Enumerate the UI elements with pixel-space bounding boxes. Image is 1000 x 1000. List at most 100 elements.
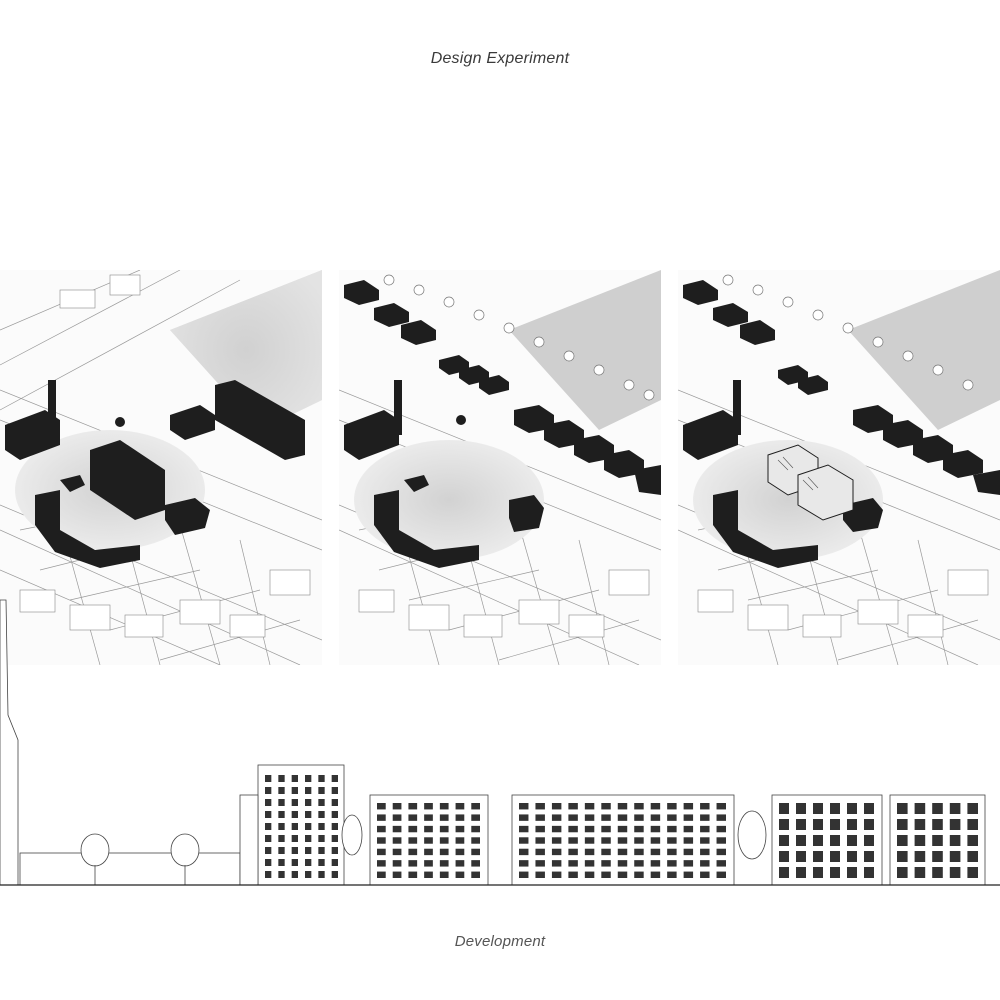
window — [601, 848, 611, 856]
park-area — [848, 270, 1000, 430]
window — [392, 871, 402, 878]
window — [584, 814, 595, 821]
window — [634, 848, 644, 856]
window — [683, 860, 694, 867]
window — [683, 837, 694, 844]
window — [331, 799, 338, 806]
street-elevation — [0, 595, 1000, 895]
diagram-caption: Development — [454, 933, 546, 950]
window — [700, 860, 710, 867]
window — [318, 775, 325, 782]
window — [535, 825, 545, 833]
window — [551, 871, 562, 878]
window — [392, 848, 402, 856]
window — [847, 835, 857, 846]
window — [700, 803, 710, 810]
trees — [80, 810, 767, 885]
window — [796, 819, 806, 830]
window — [278, 859, 285, 866]
window — [813, 819, 823, 830]
window — [455, 848, 465, 856]
window — [535, 848, 545, 856]
window — [377, 871, 386, 878]
axonometric-panel-2 — [339, 270, 661, 665]
window — [305, 847, 312, 854]
window — [305, 835, 312, 842]
window — [967, 835, 978, 846]
window — [291, 799, 298, 806]
tree-row — [383, 274, 655, 401]
window — [650, 803, 661, 810]
window — [779, 851, 789, 862]
window — [700, 837, 710, 844]
window — [408, 848, 418, 856]
window — [439, 837, 449, 844]
window — [650, 860, 661, 867]
window — [318, 859, 325, 866]
window — [617, 837, 628, 844]
window — [716, 848, 726, 856]
window — [949, 803, 961, 814]
window — [634, 814, 644, 821]
window — [897, 835, 908, 846]
window — [519, 814, 529, 821]
window — [318, 835, 325, 842]
window — [291, 859, 298, 866]
window — [700, 814, 710, 821]
window — [331, 823, 338, 830]
window — [813, 867, 823, 878]
window — [897, 867, 908, 878]
window — [265, 847, 272, 854]
window — [796, 835, 806, 846]
window — [601, 814, 611, 821]
window — [584, 803, 595, 810]
window — [439, 848, 449, 856]
window — [265, 787, 272, 794]
window — [318, 847, 325, 854]
window — [331, 775, 338, 782]
building-masses — [5, 380, 305, 568]
window — [617, 860, 628, 867]
window — [455, 814, 465, 821]
window — [897, 851, 908, 862]
window — [700, 871, 710, 878]
window — [551, 803, 562, 810]
window — [392, 860, 402, 867]
window — [667, 848, 677, 856]
window — [278, 799, 285, 806]
window — [967, 867, 978, 878]
window — [424, 871, 433, 878]
window — [830, 803, 840, 814]
window — [471, 848, 480, 856]
window — [897, 803, 908, 814]
window — [864, 819, 874, 830]
window — [551, 837, 562, 844]
window — [650, 825, 661, 833]
axonometric-panel-1 — [0, 270, 322, 665]
window — [535, 860, 545, 867]
window — [617, 871, 628, 878]
window — [914, 835, 926, 846]
window — [408, 803, 418, 810]
window — [932, 819, 943, 830]
window — [424, 848, 433, 856]
window — [830, 851, 840, 862]
plaza — [354, 440, 544, 560]
window — [265, 823, 272, 830]
window — [617, 848, 628, 856]
window — [455, 825, 465, 833]
window — [779, 819, 789, 830]
window — [568, 814, 578, 821]
window — [408, 814, 418, 821]
window — [650, 848, 661, 856]
window — [779, 835, 789, 846]
new-courtyard-blocks — [767, 444, 854, 521]
window — [291, 787, 298, 794]
window — [601, 803, 611, 810]
window — [914, 867, 926, 878]
window — [471, 814, 480, 821]
window — [318, 787, 325, 794]
window — [305, 859, 312, 866]
window — [716, 837, 726, 844]
window — [864, 835, 874, 846]
